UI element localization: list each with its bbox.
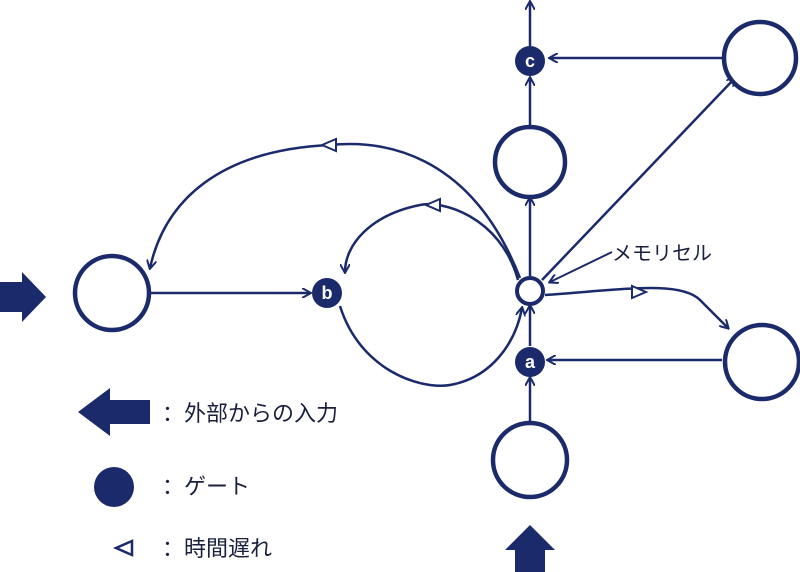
gate-b-label: b (322, 283, 333, 303)
input-node-left (72, 253, 152, 333)
input-node-bottom (490, 420, 570, 500)
delay-triangle-icon (319, 137, 337, 153)
input-arrow-bottom-icon (505, 525, 555, 572)
node-bottom-right (722, 322, 800, 402)
edge-memory-to-left-delayed (150, 142, 522, 279)
legend-delay-icon (112, 539, 134, 557)
input-arrow-left-icon (0, 272, 46, 322)
edge-memory-to-topright (541, 78, 735, 281)
memory-cell-label: メモリセル (612, 241, 712, 265)
legend-input-label: ：外部からの入力 (162, 402, 338, 427)
gate-b (312, 278, 342, 308)
legend-delay-label: ：時間遅れ (162, 537, 272, 562)
edge-memory-to-b-delayed (345, 202, 520, 281)
edge-memory-to-bottomright-delayed (544, 286, 728, 328)
gate-c-label: c (525, 51, 535, 71)
legend-gate-icon (94, 467, 134, 507)
gate-a-label: a (525, 352, 536, 372)
memory-cell (515, 276, 545, 306)
legend-input-arrow-icon (78, 388, 150, 436)
legend-gate-label: ：ゲート (162, 475, 250, 500)
gate-a (515, 347, 545, 377)
delay-triangle-icon (423, 197, 441, 213)
edge-b-to-memory (338, 306, 522, 387)
memory-cell-pointer (550, 251, 613, 282)
gate-c (515, 46, 545, 76)
delay-triangle-icon (631, 284, 649, 300)
output-node (492, 124, 568, 200)
node-top-right (721, 19, 799, 97)
